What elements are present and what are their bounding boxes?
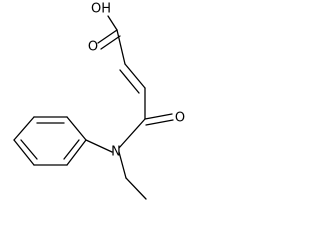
bond-c2-c3-b xyxy=(119,69,140,94)
bond-n-phenyl xyxy=(85,139,113,153)
ring-inner-bond-3 xyxy=(63,139,80,160)
ring-bond-4 xyxy=(13,139,35,166)
structure-canvas: OH O O N xyxy=(13,1,186,200)
bond-c4-o-double-b xyxy=(145,119,174,126)
ring-bond-1 xyxy=(66,116,87,141)
bond-ch2-ch3 xyxy=(125,177,147,200)
bond-c4-n xyxy=(118,118,146,149)
atom-label-amide-oxygen: O xyxy=(175,111,185,126)
bond-n-ch2 xyxy=(118,151,127,179)
bond-c1-oh xyxy=(107,15,118,31)
bond-c1-c2 xyxy=(116,29,126,65)
atom-label-acid-oxygen: O xyxy=(88,40,98,55)
bond-c1-o-double-a xyxy=(97,29,118,44)
ring-bond-6 xyxy=(66,139,87,166)
ring-bond-3 xyxy=(13,116,35,141)
atom-label-nitrogen: N xyxy=(111,145,121,160)
bond-c2-c3-a xyxy=(124,63,146,89)
bond-c4-o-double-a xyxy=(144,113,173,120)
molecule-drawing: OH O O N xyxy=(13,2,185,200)
ring-inner-bond-2 xyxy=(20,139,38,160)
bond-c1-o-double-b xyxy=(100,35,121,50)
atom-label-hydroxyl: OH xyxy=(91,2,111,17)
